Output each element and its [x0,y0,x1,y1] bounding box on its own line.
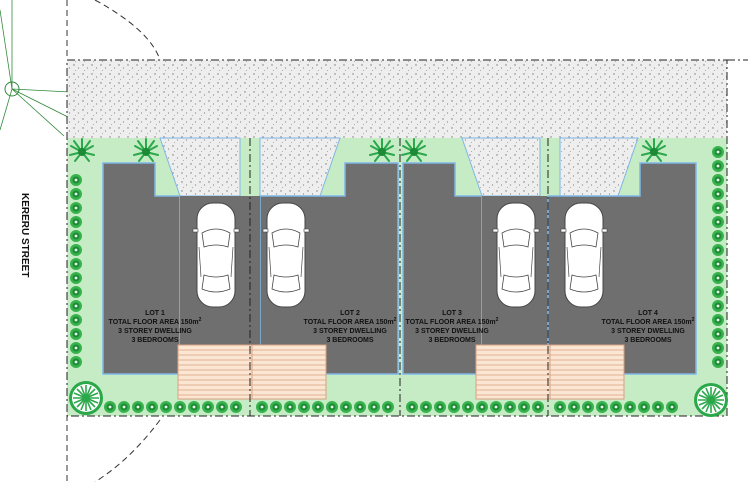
deck-lot-4 [549,344,625,400]
lot-type: 3 STOREY DWELLING [611,328,685,335]
car-lot-3 [492,202,540,308]
lot-title: LOT 3 [442,310,462,317]
lot-bedrooms: 3 BEDROOMS [131,337,178,344]
car-lot-4 [560,202,608,308]
lot-area: TOTAL FLOOR AREA 150m [602,319,692,326]
car-lot-2 [262,202,310,308]
svg-text:TOTAL FLOOR AREA 150m2: TOTAL FLOOR AREA 150m2 [602,317,695,326]
street-tree [0,0,71,137]
lot-bedrooms: 3 BEDROOMS [624,337,671,344]
lot-area-sup: 2 [199,317,202,323]
lot-area-sup: 2 [692,317,695,323]
lot-area-sup: 2 [394,317,397,323]
street-kerb-lines [66,0,161,482]
lot-label-3: LOT 3 TOTAL FLOOR AREA 150m2 3 STOREY DW… [406,310,499,344]
svg-text:TOTAL FLOOR AREA 150m2: TOTAL FLOOR AREA 150m2 [406,317,499,326]
street-name: KERERU STREET [19,193,30,277]
lot-area: TOTAL FLOOR AREA 150m [109,319,199,326]
lot-area: TOTAL FLOOR AREA 150m [304,319,394,326]
lot-title: LOT 2 [340,310,360,317]
lot-label-2: LOT 2 TOTAL FLOOR AREA 150m2 3 STOREY DW… [304,310,397,344]
lot-area-sup: 2 [496,317,499,323]
deck-lot-2 [251,344,327,400]
tree-icon-right [693,382,729,418]
lot-title: LOT 1 [145,310,165,317]
boundary-lines [66,59,748,417]
shrubs-bottom [104,401,678,413]
lot-bedrooms: 3 BEDROOMS [326,337,373,344]
svg-text:TOTAL FLOOR AREA 150m2: TOTAL FLOOR AREA 150m2 [304,317,397,326]
lot-bedrooms: 3 BEDROOMS [428,337,475,344]
lot-label-1: LOT 1 TOTAL FLOOR AREA 150m2 3 STOREY DW… [109,310,202,344]
rear-paving [67,60,727,138]
deck-lot-3 [475,344,551,400]
lot-area: TOTAL FLOOR AREA 150m [406,319,496,326]
car-lot-1 [192,202,240,308]
lot-type: 3 STOREY DWELLING [313,328,387,335]
tree-icon-left [68,380,104,416]
driveways [159,137,639,197]
lot-title: LOT 4 [638,310,658,317]
svg-text:TOTAL FLOOR AREA 150m2: TOTAL FLOOR AREA 150m2 [109,317,202,326]
deck-lot-1 [177,344,253,400]
lot-type: 3 STOREY DWELLING [118,328,192,335]
lot-label-4: LOT 4 TOTAL FLOOR AREA 150m2 3 STOREY DW… [602,310,695,344]
lot-type: 3 STOREY DWELLING [415,328,489,335]
